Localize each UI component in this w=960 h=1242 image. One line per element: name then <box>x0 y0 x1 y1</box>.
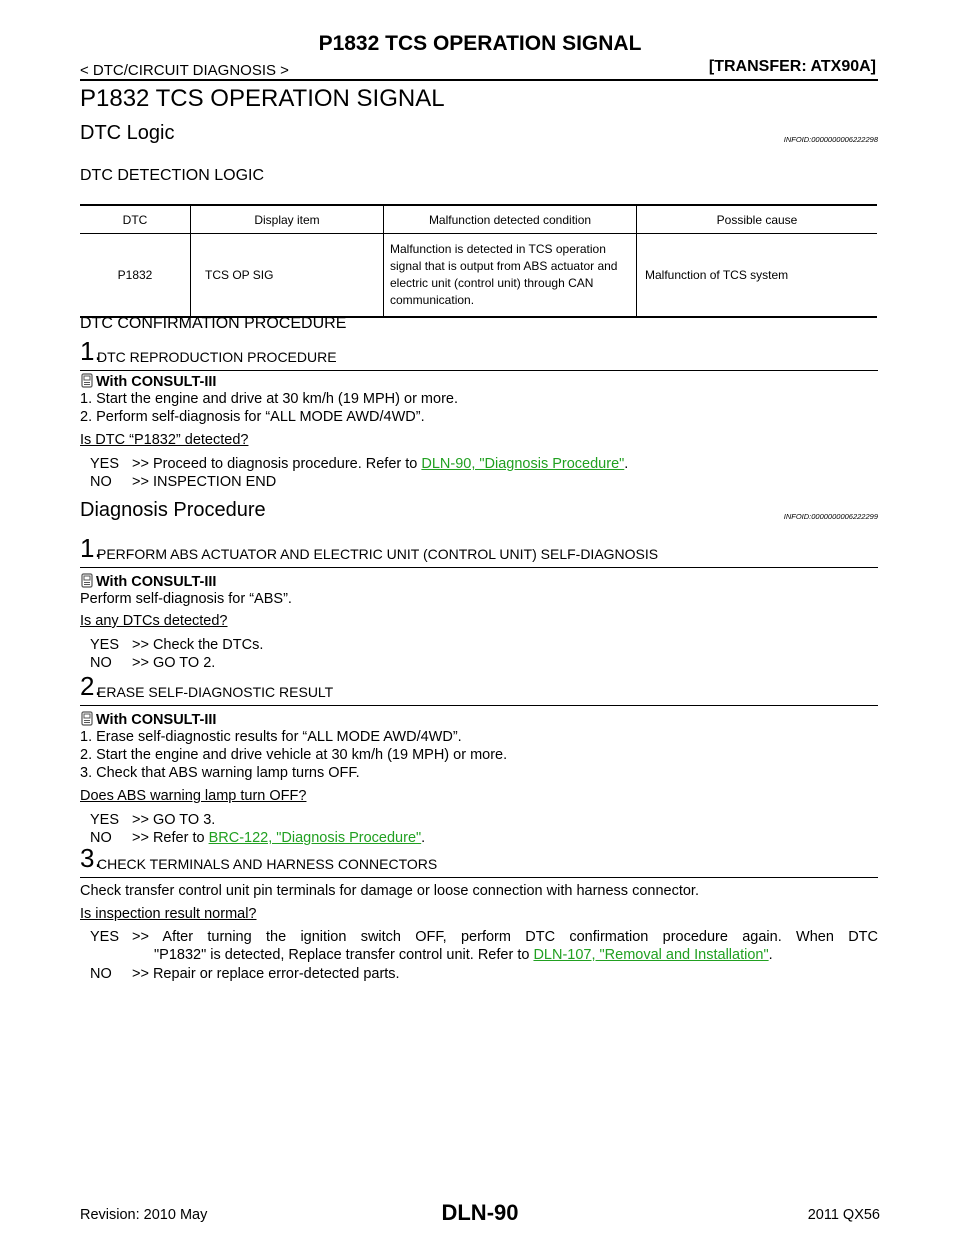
yes-tail: . <box>768 947 773 963</box>
answer-no: NO >> INSPECTION END <box>90 474 276 490</box>
no-label: NO <box>90 474 112 490</box>
cell-dtc: P1832 <box>80 233 191 318</box>
diag-step-2: 2. ERASE SELF-DIAGNOSTIC RESULT <box>80 671 878 706</box>
cell-condition: Malfunction is detected in TCS operation… <box>383 233 637 318</box>
step-title: CHECK TERMINALS AND HARNESS CONNECTORS <box>97 856 438 872</box>
no-text: >> Refer to <box>132 830 209 846</box>
revision-label: Revision: 2010 May <box>80 1207 208 1223</box>
model-label: 2011 QX56 <box>807 1207 880 1223</box>
yes-text: >> Proceed to diagnosis procedure. Refer… <box>132 456 422 472</box>
step-title: ERASE SELF-DIAGNOSTIC RESULT <box>97 684 334 700</box>
dtc-table: DTC Display item Malfunction detected co… <box>80 204 877 318</box>
dtc-logic-infoid: INFOID:0000000006222298 <box>783 135 878 144</box>
page-title: P1832 TCS OPERATION SIGNAL <box>80 85 445 112</box>
header-rule <box>80 79 878 81</box>
no-text: >> Repair or replace error-detected part… <box>132 966 400 982</box>
diagnosis-title: Diagnosis Procedure <box>80 499 266 521</box>
question: Does ABS warning lamp turn OFF? <box>80 788 307 804</box>
yes-label: YES <box>90 929 120 945</box>
diag-step-1: 1. PERFORM ABS ACTUATOR AND ELECTRIC UNI… <box>80 533 878 568</box>
yes-label: YES <box>90 456 120 472</box>
link-brc-122[interactable]: BRC-122, "Diagnosis Procedure" <box>208 830 422 846</box>
col-header-display: Display item <box>190 204 384 234</box>
consult-line: With CONSULT-III <box>80 573 216 590</box>
answer-yes: YES >> After turning the ignition switch… <box>90 928 878 964</box>
procedure-line: Check transfer control unit pin terminal… <box>80 883 699 899</box>
dtc-logic-title: DTC Logic <box>80 122 175 144</box>
answer-yes: YES >> Check the DTCs. <box>90 637 263 653</box>
page-number: DLN-90 <box>441 1200 519 1225</box>
no-label: NO <box>90 966 112 982</box>
question: Is DTC “P1832” detected? <box>80 432 249 448</box>
consult-line: With CONSULT-III <box>80 711 216 728</box>
consult-tool-icon <box>81 711 93 726</box>
step-title: PERFORM ABS ACTUATOR AND ELECTRIC UNIT (… <box>97 546 659 562</box>
dtc-detection-heading: DTC DETECTION LOGIC <box>80 167 265 184</box>
answer-yes: YES >> Proceed to diagnosis procedure. Re… <box>90 456 628 472</box>
no-tail: . <box>421 830 426 846</box>
step-number: 1. <box>80 336 102 366</box>
yes-text: >> Check the DTCs. <box>132 637 264 653</box>
no-label: NO <box>90 655 112 671</box>
yes-tail: . <box>624 456 629 472</box>
consult-label: With CONSULT-III <box>96 574 217 590</box>
table-header-row: DTC Display item Malfunction detected co… <box>80 204 877 234</box>
yes-text: >> After turning the ignition switch OFF… <box>132 929 878 945</box>
col-header-cause: Possible cause <box>636 204 877 234</box>
procedure-line: 3. Check that ABS warning lamp turns OFF… <box>80 765 360 781</box>
diag-step-3: 3. CHECK TERMINALS AND HARNESS CONNECTOR… <box>80 843 878 878</box>
procedure-line: 2. Perform self-diagnosis for “ALL MODE … <box>80 409 425 425</box>
col-header-condition: Malfunction detected condition <box>383 204 637 234</box>
consult-label: With CONSULT-III <box>96 374 217 390</box>
table-row: P1832 TCS OP SIG Malfunction is detected… <box>80 233 877 318</box>
yes-text2: "P1832" is detected, Replace transfer co… <box>154 947 534 963</box>
no-label: NO <box>90 830 112 846</box>
step-number: 2. <box>80 671 102 701</box>
procedure-line: 1. Erase self-diagnostic results for “AL… <box>80 729 462 745</box>
answer-no: NO >> Repair or replace error-detected pa… <box>90 966 400 982</box>
answer-no: NO >> Refer to BRC-122, "Diagnosis Proced… <box>90 830 425 846</box>
question: Is any DTCs detected? <box>80 613 228 629</box>
yes-label: YES <box>90 812 120 828</box>
yes-text: >> GO TO 3. <box>132 812 216 828</box>
consult-line: With CONSULT-III <box>80 373 216 390</box>
consult-label: With CONSULT-III <box>96 712 217 728</box>
no-text: >> INSPECTION END <box>132 474 277 490</box>
breadcrumb: < DTC/CIRCUIT DIAGNOSIS > <box>80 62 289 79</box>
yes-continuation: "P1832" is detected, Replace transfer co… <box>90 946 878 964</box>
step-number: 1. <box>80 533 102 563</box>
cell-cause: Malfunction of TCS system <box>636 233 877 318</box>
dtc-confirmation-heading: DTC CONFIRMATION PROCEDURE <box>80 315 347 332</box>
link-dln-107[interactable]: DLN-107, "Removal and Installation" <box>533 947 769 963</box>
consult-tool-icon <box>81 573 93 588</box>
header-title: P1832 TCS OPERATION SIGNAL <box>318 32 642 55</box>
cell-display: TCS OP SIG <box>190 233 384 318</box>
consult-tool-icon <box>81 373 93 388</box>
confirm-step-1: 1. DTC REPRODUCTION PROCEDURE <box>80 336 878 371</box>
link-dln-90[interactable]: DLN-90, "Diagnosis Procedure" <box>421 456 625 472</box>
procedure-line: 1. Start the engine and drive at 30 km/h… <box>80 391 458 407</box>
procedure-line: Perform self-diagnosis for “ABS”. <box>80 591 292 607</box>
diagnosis-infoid: INFOID:0000000006222299 <box>783 512 878 521</box>
step-title: DTC REPRODUCTION PROCEDURE <box>97 349 337 365</box>
procedure-line: 2. Start the engine and drive vehicle at… <box>80 747 508 763</box>
step-number: 3. <box>80 843 102 873</box>
col-header-dtc: DTC <box>80 204 191 234</box>
no-text: >> GO TO 2. <box>132 655 216 671</box>
answer-no: NO >> GO TO 2. <box>90 655 215 671</box>
section-label: [TRANSFER: ATX90A] <box>708 58 876 75</box>
answer-yes: YES >> GO TO 3. <box>90 812 215 828</box>
yes-label: YES <box>90 637 120 653</box>
question: Is inspection result normal? <box>80 906 257 922</box>
